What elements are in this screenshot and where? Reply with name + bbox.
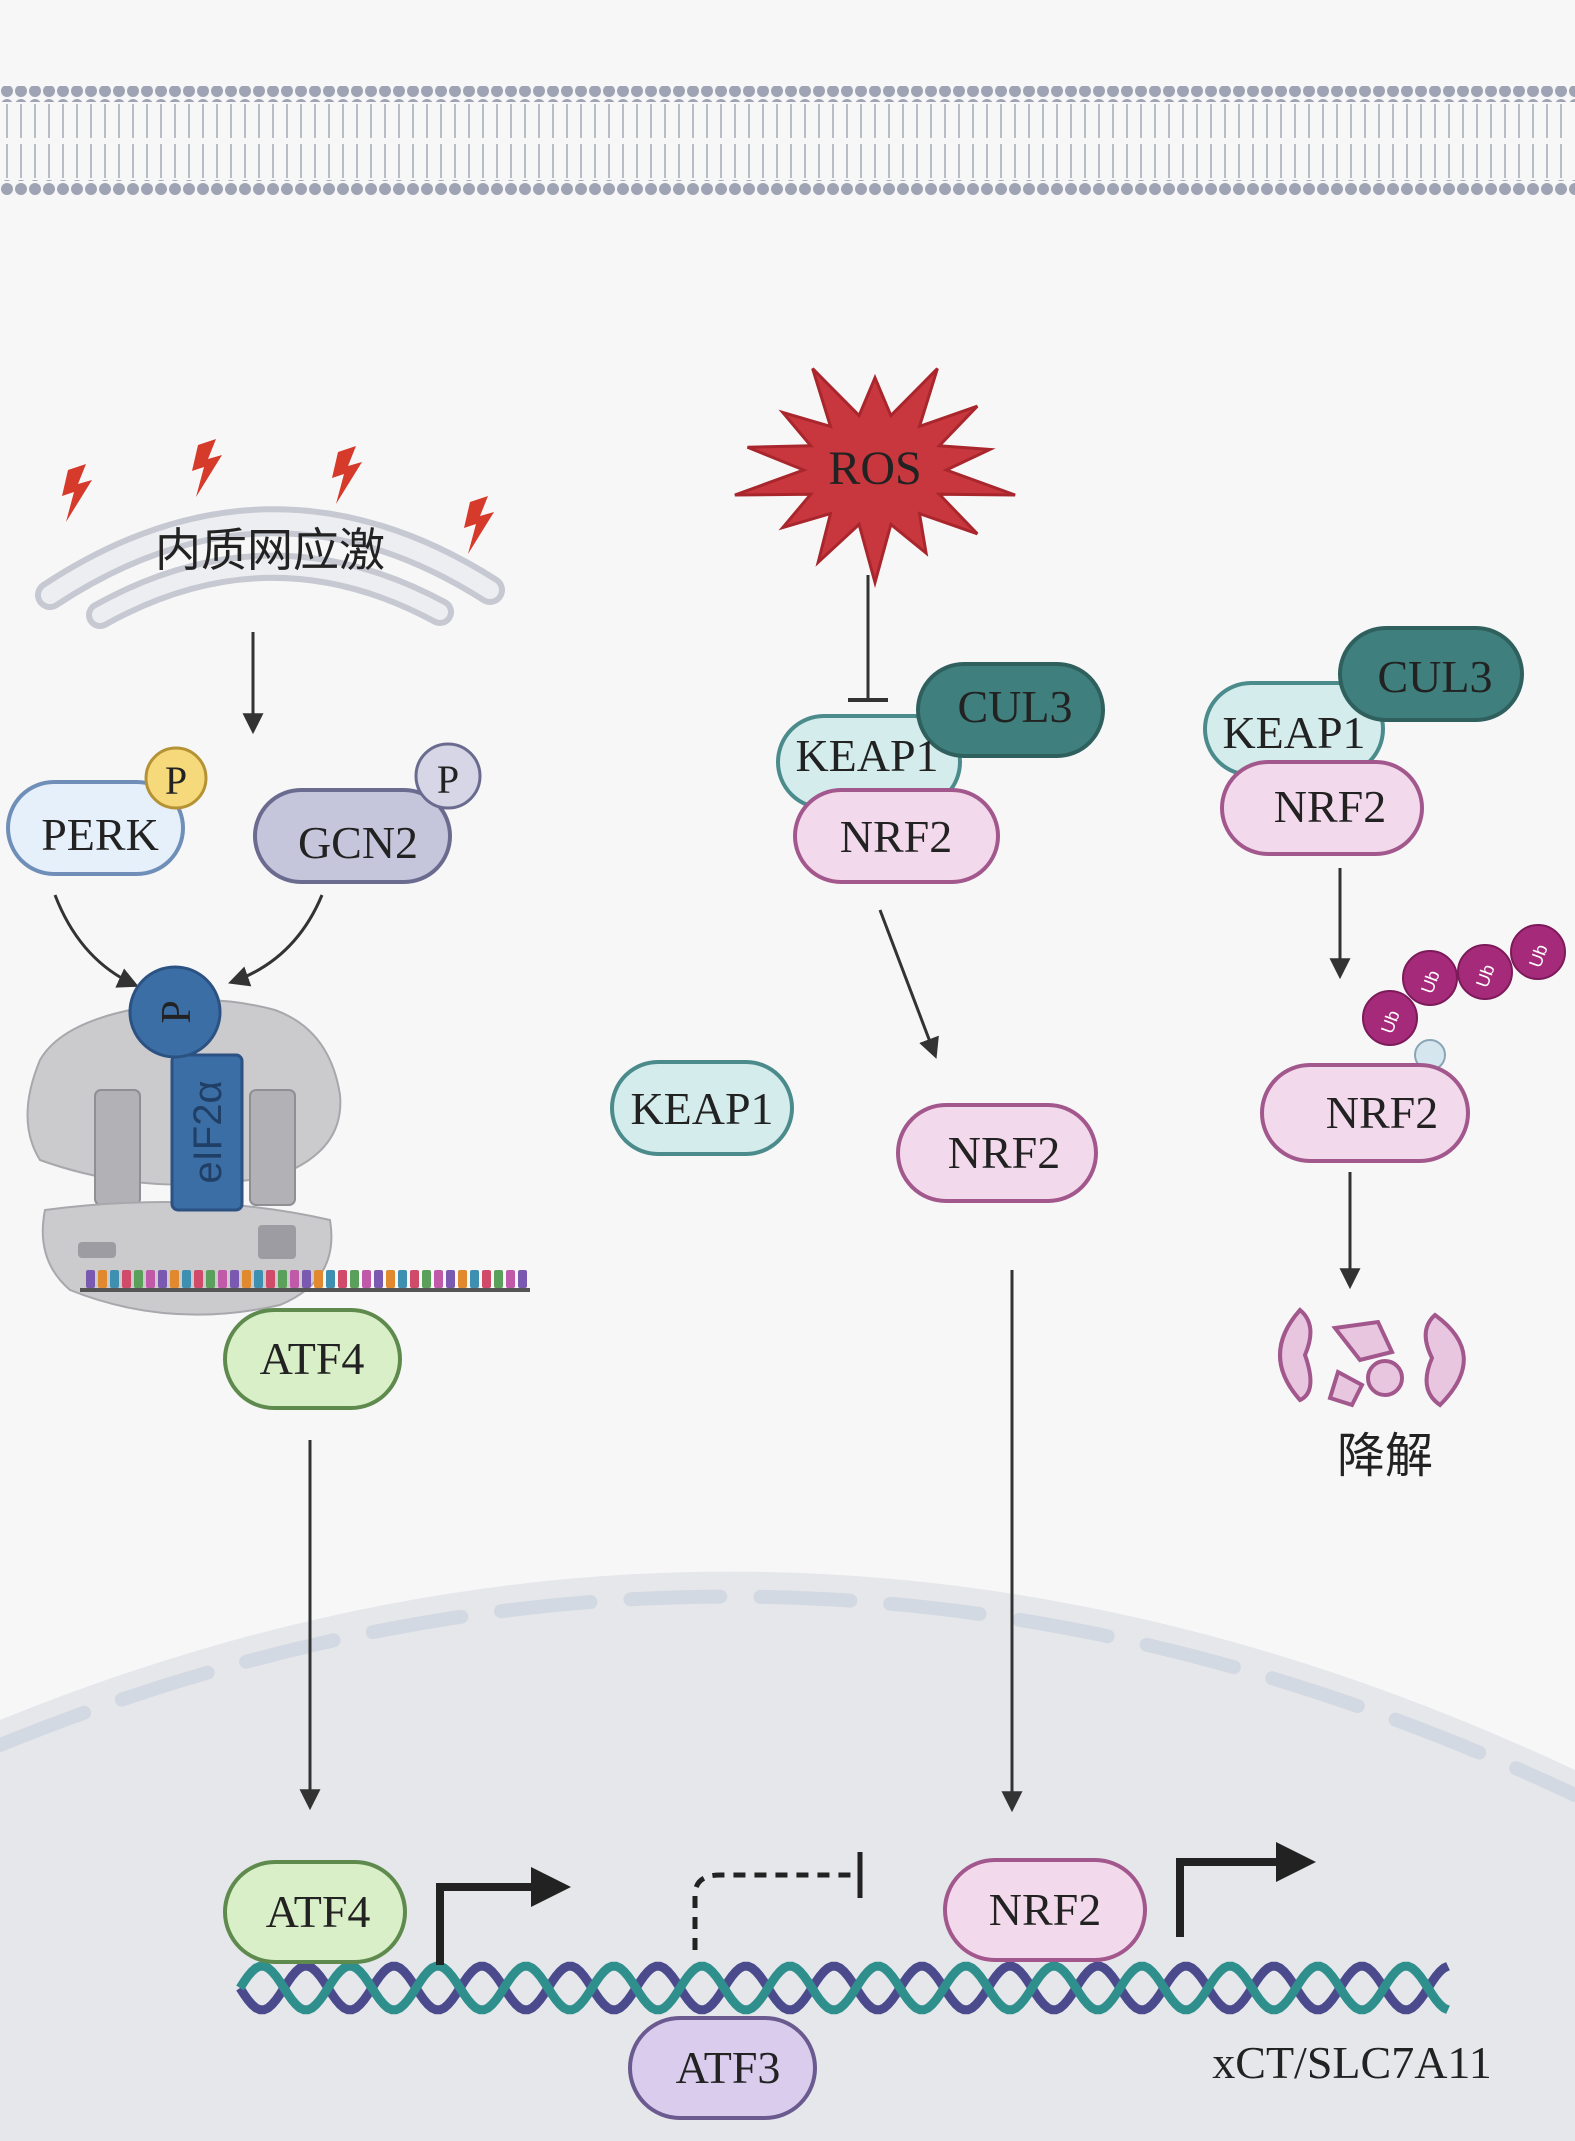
gcn2-protein: GCN2 [253,788,452,884]
degradation-label: 降解 [1337,1430,1433,1483]
nrf2-label: NRF2 [948,1127,1060,1178]
keap1-label: KEAP1 [630,1083,773,1134]
atf4-nuclear: ATF4 [223,1860,407,1964]
atf3-repression-dashed [692,1872,860,1950]
cell-membrane [0,86,1575,196]
cul3-label: CUL3 [1378,651,1493,702]
phospho-label: P [165,758,187,803]
eif2a-label: eIF2α [186,1080,230,1183]
perk-to-eif2a-arrow [53,894,139,988]
perk-protein: PERK [6,780,185,876]
cul3-label: CUL3 [958,681,1073,732]
gcn2-label: GCN2 [298,817,418,868]
gcn2-to-eif2a-arrow [228,894,324,987]
phospho-label: P [437,757,459,802]
keap1-cul3-nrf2-complex: KEAP1 CUL3 NRF2 [776,662,1105,884]
lightning-icon [192,439,222,497]
ubiquitinated-nrf2: NRF2 [1260,1063,1470,1163]
atf3-protein: ATF3 [628,2016,817,2120]
mrna-strand [80,1270,530,1292]
nrf2-nuclear: NRF2 [943,1858,1147,1962]
nrf2-label: NRF2 [989,1884,1101,1935]
keap1-label: KEAP1 [1222,707,1365,758]
target-gene-label: xCT/SLC7A11 [1212,2037,1491,2088]
lightning-icon [62,464,92,522]
atf4-label: ATF4 [260,1333,365,1384]
free-nrf2: NRF2 [896,1103,1098,1203]
keap1-label: KEAP1 [795,730,938,781]
nrf2-label: NRF2 [1274,781,1386,832]
perk-phospho-badge: P [144,746,208,810]
eif2a-protein: eIF2α [170,1053,244,1212]
stress-lightning-icons [62,439,494,554]
keap1-cul3-nrf2-complex-2: KEAP1 CUL3 NRF2 [1203,626,1524,856]
nrf2-label: NRF2 [840,811,952,862]
nrf2-transcription-arrow [1176,1842,1316,1937]
ros-label: ROS [828,442,921,495]
atf3-label: ATF3 [676,2042,781,2093]
endoplasmic-reticulum [35,506,505,629]
ros-inhibits-keap1 [848,575,888,702]
ubiquitin-chain: Ub Ub Ub Ub [1362,924,1566,1071]
atf4-protein: ATF4 [223,1308,402,1410]
lightning-icon [464,496,494,554]
er-stress-label: 内质网应激 [155,525,385,576]
perk-label: PERK [41,809,159,860]
nrf2-label: NRF2 [1326,1087,1438,1138]
free-keap1: KEAP1 [610,1060,794,1156]
nrf2-release-arrow [878,909,939,1059]
lightning-icon [332,446,362,504]
dna-double-helix [236,1961,1450,2015]
nucleus [0,1571,1575,2141]
atf4-transcription-arrow [436,1867,571,1965]
atf4-label: ATF4 [266,1886,371,1937]
eif2a-phospho-badge: P [128,965,222,1059]
ros-burst: ROS [734,367,1016,589]
gcn2-phospho-badge: P [414,742,482,810]
phospho-label: P [154,1000,200,1023]
degraded-fragments-icon [1278,1307,1466,1408]
